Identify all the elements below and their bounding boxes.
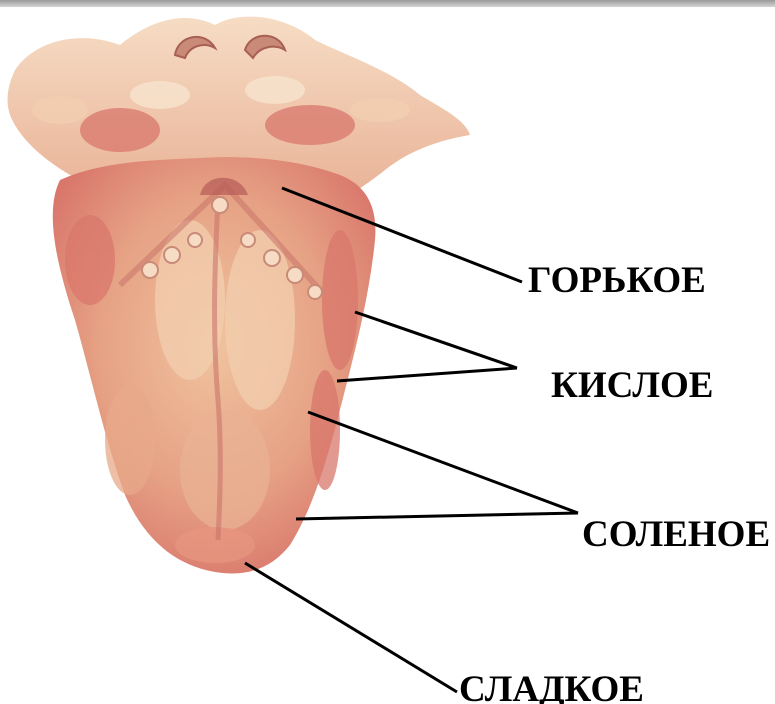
label-sweet: СЛАДКОЕ: [459, 671, 644, 704]
label-sour: КИСЛОЕ: [551, 367, 713, 404]
label-bitter: ГОРЬКОЕ: [528, 262, 706, 299]
leader-line-sweet: [245, 563, 457, 692]
leader-line-sour-lower: [337, 368, 517, 381]
leader-line-sour-upper: [355, 312, 517, 368]
leader-line-salty-upper: [308, 412, 578, 513]
label-salty: СОЛЕНОЕ: [582, 516, 770, 553]
leader-line-salty-lower: [296, 513, 578, 519]
